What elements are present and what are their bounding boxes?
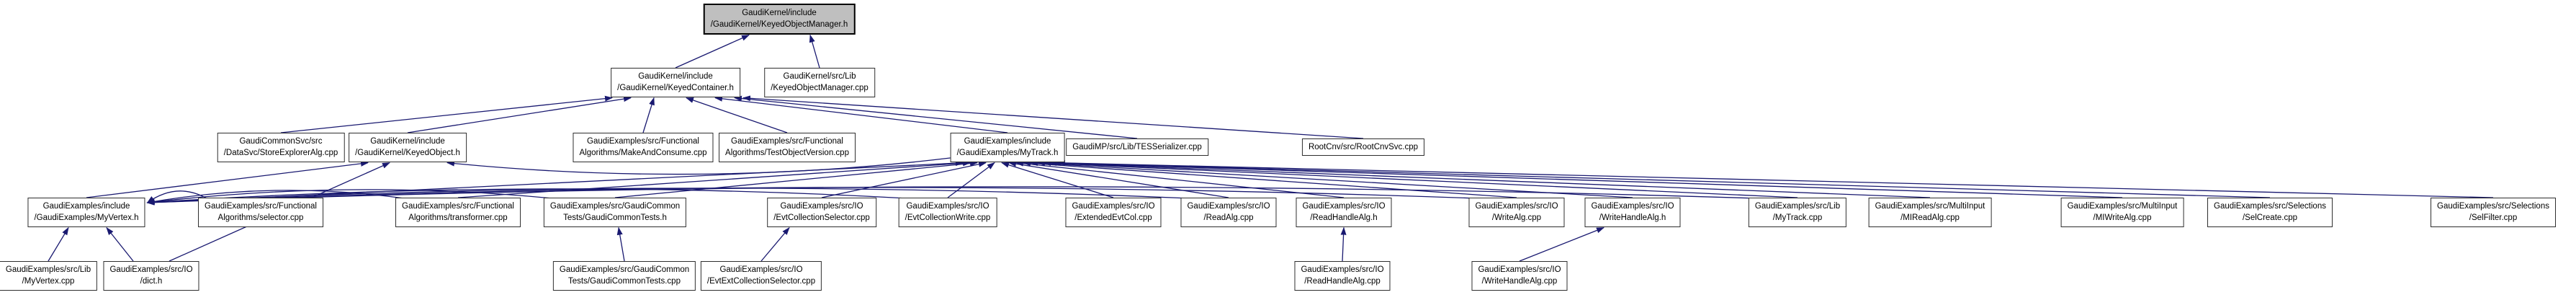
graph-node-myvertex_h[interactable]: GaudiExamples/include /GaudiExamples/MyV… [27,198,145,227]
edge-evtcolwrite-to-mytrack_h [947,162,995,198]
edge-mireadalg-to-mytrack_h [1043,160,1931,198]
graph-node-extendedevtcol[interactable]: GaudiExamples/src/IO /ExtendedEvtCol.cpp [1065,198,1162,227]
edge-mytrack_cpp-to-mytrack_h [1037,160,1798,198]
graph-node-ko_h[interactable]: GaudiKernel/include /GaudiKernel/KeyedOb… [349,133,467,162]
edge-mytrack_cpp-to-myvertex_h [146,186,1757,206]
edge-selfilter-to-mytrack_h [1057,159,2494,198]
graph-node-miwritealg[interactable]: GaudiExamples/src/MultiInput /MIWriteAlg… [2060,198,2184,227]
edge-transformer-to-mytrack_h [457,160,971,198]
graph-node-writealg[interactable]: GaudiExamples/src/IO /WriteAlg.cpp [1468,198,1565,227]
edge-rootcnvsvc-to-kc_h [742,95,1364,139]
edge-writehandlealg_h-to-mytrack_h [1030,160,1633,198]
edge-readhandlealg_cpp-to-readhandlealg_h [1340,226,1347,262]
edge-extendedevtcol-to-mytrack_h [1001,162,1114,198]
graph-node-mytrack_cpp[interactable]: GaudiExamples/src/Lib /MyTrack.cpp [1748,198,1847,227]
edge-testobjectversion-to-kc_h [686,97,788,133]
graph-node-writehandlealg_h[interactable]: GaudiExamples/src/IO /WriteHandleAlg.h [1584,198,1681,227]
graph-node-kom_h[interactable]: GaudiKernel/include /GaudiKernel/KeyedOb… [703,4,856,35]
edge-makeandconsume-to-kc_h [642,97,655,133]
edge-mytrack_h-to-ko_h [446,157,953,175]
edge-selector-to-mytrack_h [260,160,964,198]
edge-storeexplorer-to-kc_h [280,95,613,133]
edge-readhandlealg_h-to-mytrack_h [1015,160,1345,198]
edge-gct_h-to-myvertex_h [146,189,552,205]
graph-node-storeexplorer[interactable]: GaudiCommonSvc/src /DataSvc/StoreExplore… [217,133,345,162]
graph-node-readhandlealg_h[interactable]: GaudiExamples/src/IO /ReadHandleAlg.h [1296,198,1392,227]
edge-myvertex_cpp-to-myvertex_h [48,226,69,262]
graph-node-evtextcolsel[interactable]: GaudiExamples/src/IO /EvtExtCollectionSe… [700,261,822,291]
edges-group [48,34,2494,262]
graph-node-gct_h[interactable]: GaudiExamples/src/GaudiCommon Tests/Gaud… [543,198,687,227]
graph-node-mytrack_h[interactable]: GaudiExamples/include /GaudiExamples/MyT… [950,133,1065,162]
graph-node-mireadalg[interactable]: GaudiExamples/src/MultiInput /MIReadAlg.… [1868,198,1992,227]
edge-myvertex_h-to-ko_h [86,160,369,198]
graph-node-myvertex_cpp[interactable]: GaudiExamples/src/Lib /MyVertex.cpp [0,261,98,291]
graph-node-dict_h[interactable]: GaudiExamples/src/IO /dict.h [103,261,199,291]
graph-node-rootcnvsvc[interactable]: RootCnv/src/RootCnvSvc.cpp [1301,138,1425,157]
graph-node-selcreate[interactable]: GaudiExamples/src/Selections /SelCreate.… [2207,198,2333,227]
edge-evtextcolsel-to-evtcolsel [760,226,790,262]
edge-kc_h-to-kom_h [675,35,750,69]
graph-node-gct_cpp[interactable]: GaudiExamples/src/GaudiCommon Tests/Gaud… [552,261,696,291]
graph-node-readalg[interactable]: GaudiExamples/src/IO /ReadAlg.cpp [1180,198,1277,227]
edge-writehandlealg_cpp-to-writehandlealg_h [1519,227,1605,262]
graph-node-writehandlealg_cpp[interactable]: GaudiExamples/src/IO /WriteHandleAlg.cpp [1471,261,1568,291]
graph-node-evtcolsel[interactable]: GaudiExamples/src/IO /EvtCollectionSelec… [767,198,876,227]
edge-selcreate-to-mytrack_h [1053,159,2271,198]
graph-node-selector[interactable]: GaudiExamples/src/Functional Algorithms/… [198,198,323,227]
edge-readalg-to-mytrack_h [1008,161,1229,198]
graph-node-kc_h[interactable]: GaudiKernel/include /GaudiKernel/KeyedCo… [611,68,740,97]
graph-node-readhandlealg_cpp[interactable]: GaudiExamples/src/IO /ReadHandleAlg.cpp [1294,261,1391,291]
edge-miwritealg-to-mytrack_h [1049,159,2123,198]
edge-gct_cpp-to-gct_h [616,226,625,262]
graph-node-kom_cpp[interactable]: GaudiKernel/src/Lib /KeyedObjectManager.… [764,68,875,97]
graph-node-evtcolwrite[interactable]: GaudiExamples/src/IO /EvtCollectionWrite… [898,198,997,227]
edge-evtcolsel-to-mytrack_h [821,161,987,198]
edge-mytrack_h-to-kc_h [714,95,1008,133]
edge-kom_cpp-to-kom_h [809,34,820,69]
graph-node-tesserializer[interactable]: GaudiMP/src/Lib/TESSerializer.cpp [1066,138,1208,157]
graph-node-transformer[interactable]: GaudiExamples/src/Functional Algorithms/… [395,198,521,227]
graph-node-makeandconsume[interactable]: GaudiExamples/src/Functional Algorithms/… [573,133,714,162]
edge-evtcolwrite-to-myvertex_h [146,188,907,206]
edge-dict_h-to-myvertex_h [106,226,134,262]
edge-writealg-to-mytrack_h [1023,160,1517,198]
edge-ko_h-to-kc_h [407,96,632,133]
graph-node-selfilter[interactable]: GaudiExamples/src/Selections /SelFilter.… [2431,198,2556,227]
graph-node-testobjectversion[interactable]: GaudiExamples/src/Functional Algorithms/… [719,133,856,162]
edge-gct_h-to-mytrack_h [614,160,978,198]
edge-tesserializer-to-kc_h [734,95,1138,139]
